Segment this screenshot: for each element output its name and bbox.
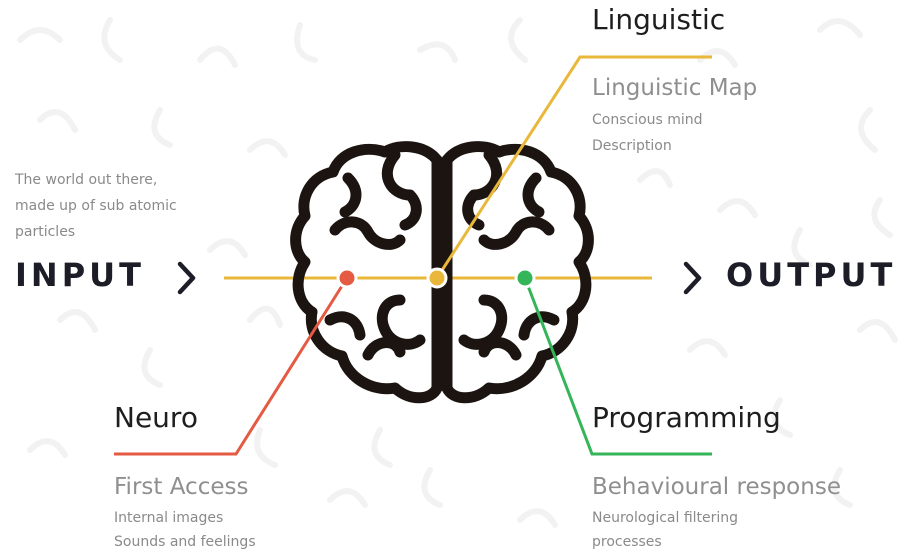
linguistic-subtitle: Linguistic Map [592, 75, 758, 101]
input-chevron-icon [177, 261, 196, 295]
input-label: INPUT [15, 256, 145, 294]
input-description-line-1: The world out there, [15, 172, 158, 188]
linguistic-connector [435, 55, 712, 279]
neuro-line-1: Internal images [114, 510, 224, 526]
neuro-connector [114, 277, 349, 456]
programming-node [514, 267, 536, 289]
output-chevron-icon [683, 261, 702, 295]
neuro-node [336, 267, 358, 289]
programming-line-1: Neurological filtering [592, 510, 739, 526]
input-description-line-3: particles [15, 224, 76, 240]
neuro-line-2: Sounds and feelings [114, 534, 256, 550]
programming-line-2: processes [592, 534, 662, 550]
linguistic-line-2: Description [592, 138, 672, 154]
input-description-line-2: made up of sub atomic [15, 198, 177, 214]
programming-title: Programming [592, 401, 781, 434]
neuro-subtitle: First Access [114, 474, 249, 500]
programming-connector [523, 277, 712, 456]
programming-subtitle: Behavioural response [592, 474, 841, 500]
linguistic-title: Linguistic [592, 3, 726, 36]
neuro-title: Neuro [114, 401, 198, 434]
linguistic-node [426, 267, 448, 289]
output-label: OUTPUT [726, 256, 897, 294]
linguistic-line-1: Conscious mind [592, 112, 703, 128]
